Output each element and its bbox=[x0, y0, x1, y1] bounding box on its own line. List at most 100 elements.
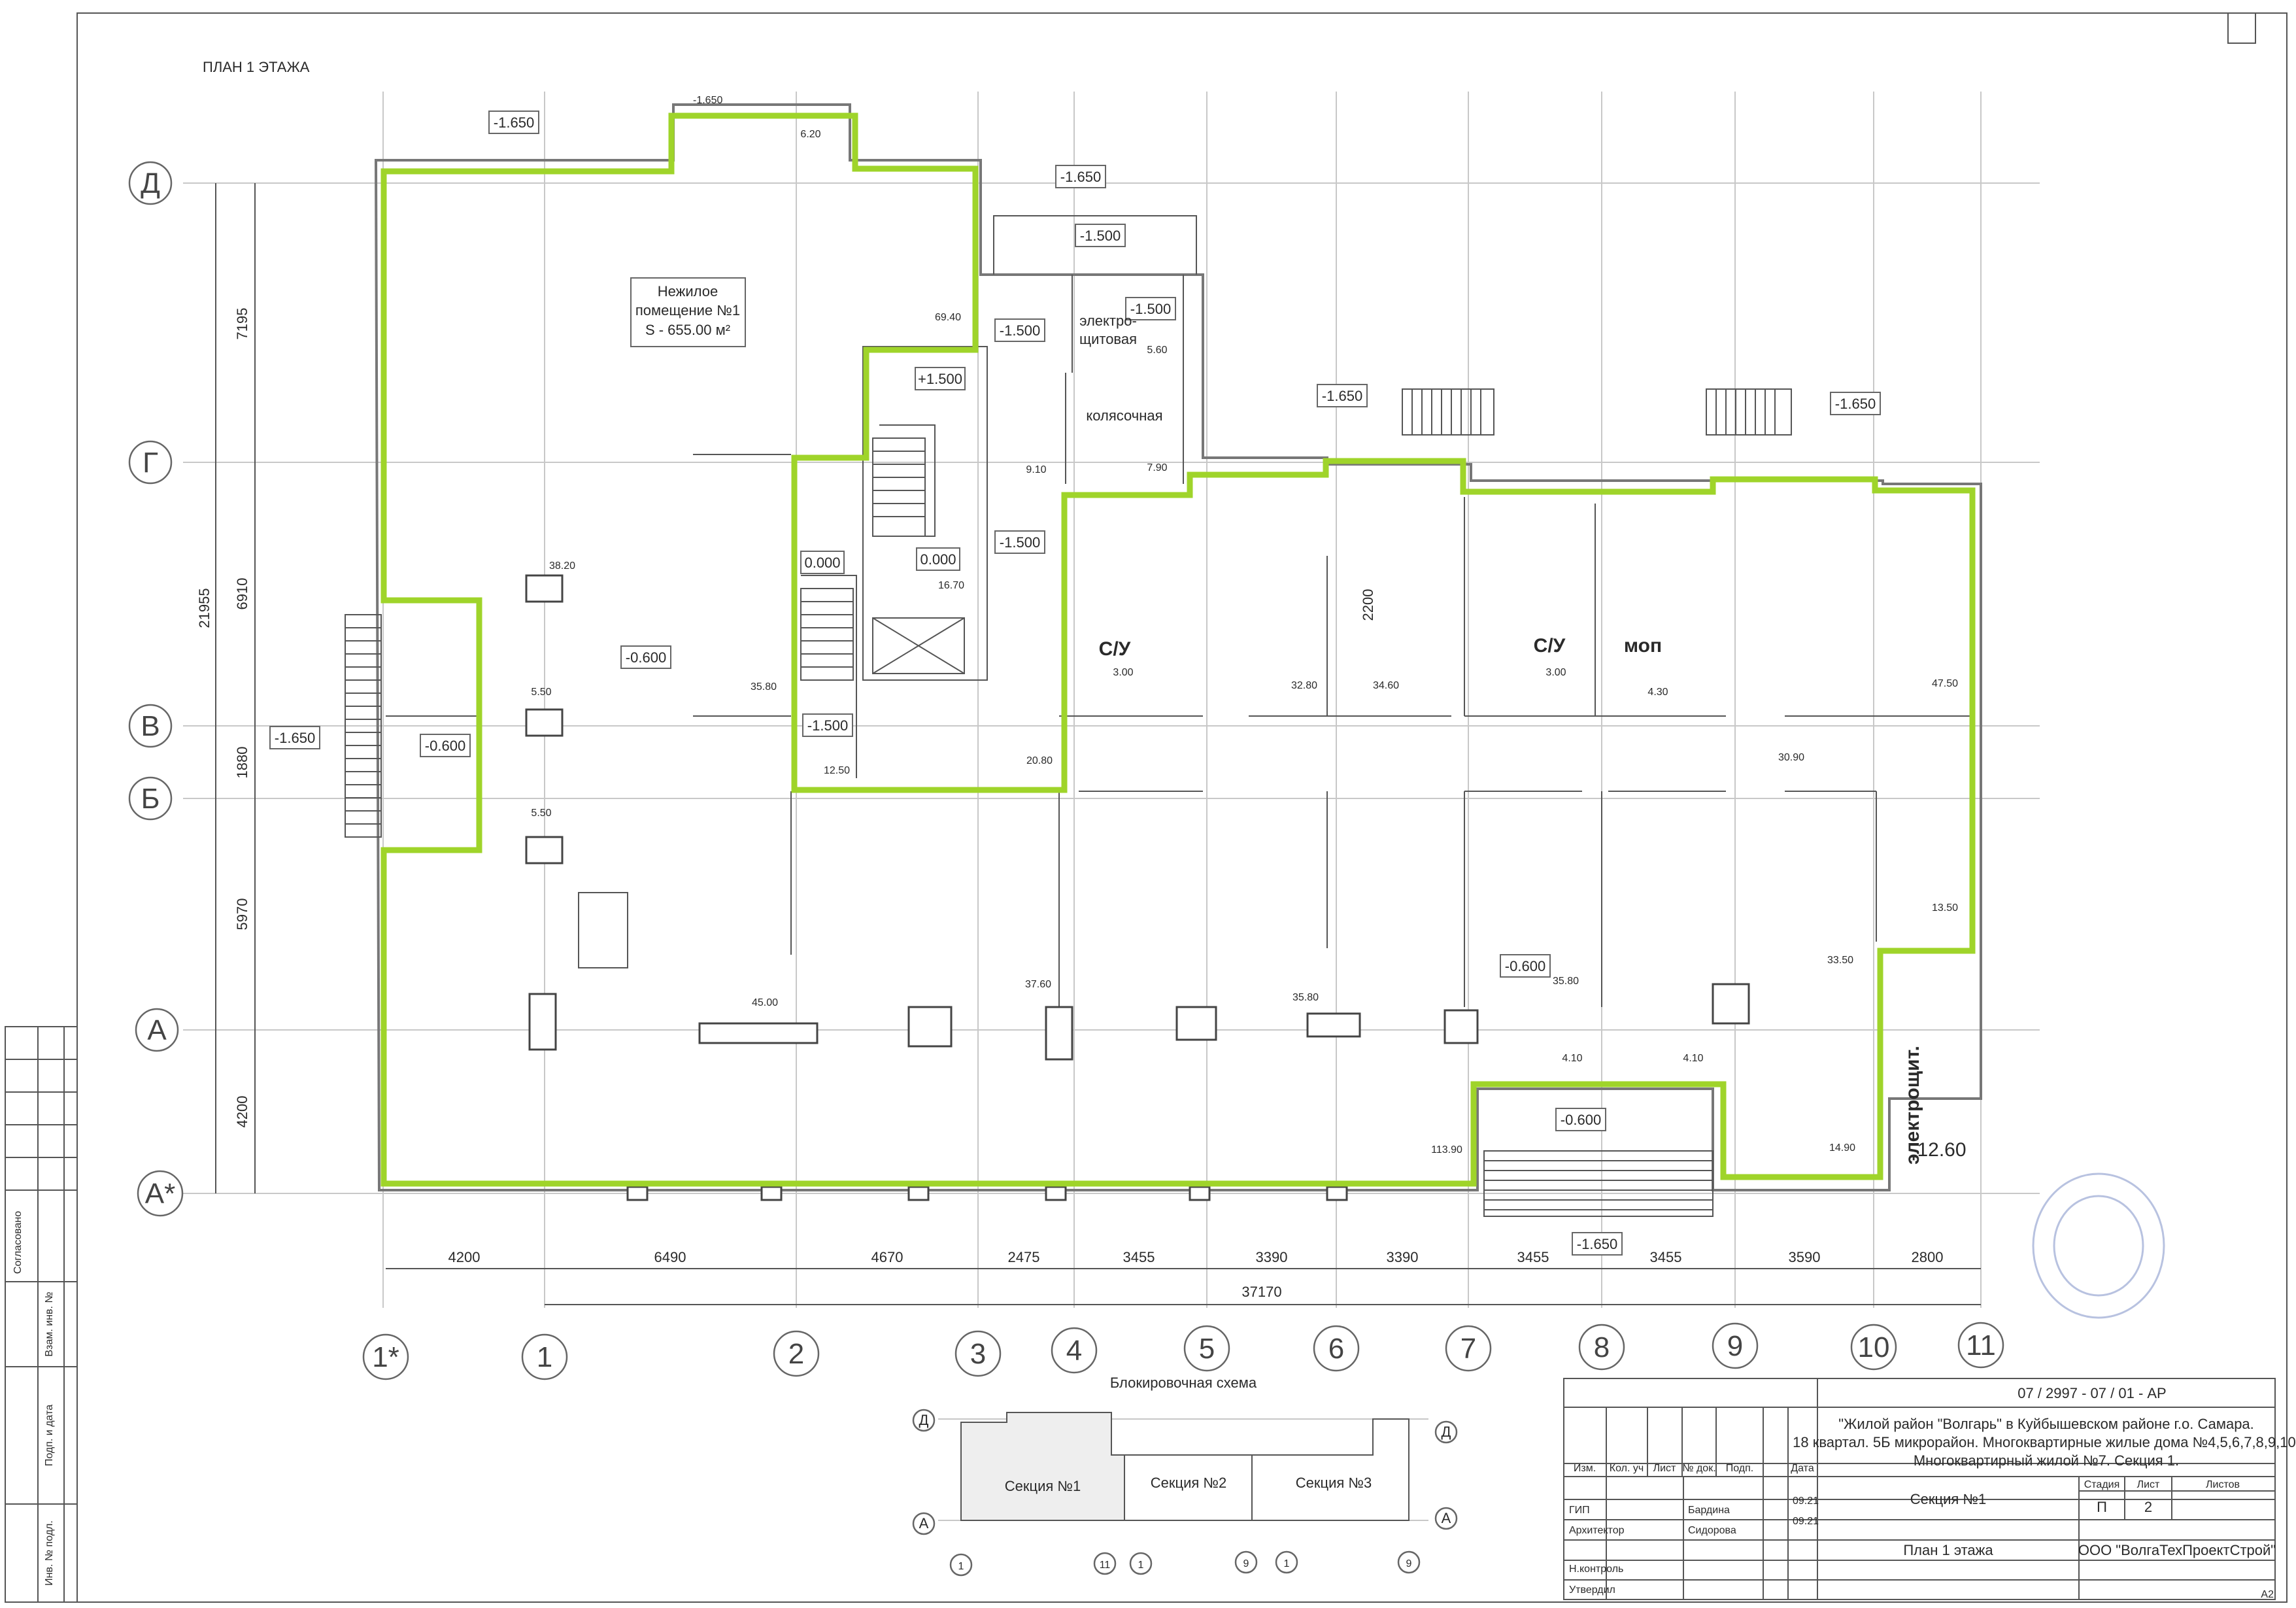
room-area: 3.00 bbox=[1113, 667, 1133, 678]
level-mark: -1.500 bbox=[1080, 228, 1121, 244]
header-kol: Кол. уч bbox=[1610, 1463, 1644, 1474]
role-architect: Архитектор bbox=[1569, 1525, 1625, 1536]
block-axis-a: А bbox=[919, 1515, 929, 1531]
level-mark: -1.650 bbox=[693, 95, 722, 106]
level-mark: -1.500 bbox=[807, 717, 848, 734]
level-mark: -1.650 bbox=[1060, 169, 1101, 185]
block-axis-a: А bbox=[1442, 1510, 1451, 1526]
dimension-label: 2800 bbox=[1912, 1249, 1944, 1265]
level-mark: 0.000 bbox=[804, 555, 840, 571]
bottom-dimensions: 4200 6490 4670 2475 3455 3390 3390 3455 … bbox=[448, 1249, 1944, 1300]
level-mark: -1.650 bbox=[494, 114, 534, 131]
dimension-label: 2200 bbox=[1360, 589, 1376, 621]
room-area: 5.50 bbox=[531, 808, 551, 819]
sheet-value: 2 bbox=[2144, 1499, 2152, 1515]
level-mark: -1.500 bbox=[1000, 322, 1040, 339]
axis-col-label: 5 bbox=[1199, 1333, 1215, 1365]
header-list: Лист bbox=[1653, 1463, 1676, 1474]
room-name-wc: С/У bbox=[1099, 638, 1131, 660]
room-name-nonresidential: помещение №1 bbox=[635, 302, 740, 318]
room-area: 69.40 bbox=[935, 312, 961, 323]
room-area: 3.00 bbox=[1545, 667, 1566, 678]
dimension-lines bbox=[215, 183, 1981, 1305]
room-name-electric-panel: электрощит. bbox=[1902, 1046, 1923, 1165]
room-area: 12.50 bbox=[824, 765, 850, 776]
axis-col-label: 9 bbox=[1727, 1330, 1743, 1362]
name-architect: Сидорова bbox=[1688, 1525, 1736, 1536]
stage-value: П bbox=[2097, 1499, 2107, 1515]
level-mark: -1.650 bbox=[275, 730, 315, 746]
axis-col-label: 4 bbox=[1066, 1335, 1082, 1367]
room-area: 30.90 bbox=[1778, 752, 1804, 763]
axis-col-label: 1 bbox=[537, 1341, 552, 1373]
corner-box bbox=[2227, 12, 2256, 44]
total-dimension: 37170 bbox=[1241, 1284, 1281, 1300]
room-labels: Нежилое помещение №1 S - 655.00 м² элект… bbox=[630, 277, 1923, 1165]
header-izm: Изм. bbox=[1574, 1463, 1596, 1474]
dimension-label: 1880 bbox=[234, 747, 250, 779]
section-name: Секция №1 bbox=[1910, 1491, 1987, 1507]
dimension-label: 4200 bbox=[234, 1096, 250, 1128]
room-area: 4.30 bbox=[1647, 687, 1668, 698]
sheets-header: Листов bbox=[2206, 1479, 2240, 1490]
date-gip: 09.21 bbox=[1793, 1496, 1819, 1507]
room-area: 113.90 bbox=[1431, 1144, 1462, 1155]
room-area: 38.20 bbox=[549, 560, 575, 572]
axis-row-label: Б bbox=[141, 783, 160, 815]
level-mark: -0.600 bbox=[626, 649, 666, 666]
axis-col-label: 3 bbox=[970, 1338, 986, 1370]
room-area: 37.60 bbox=[1025, 979, 1051, 990]
axis-row-label: Д bbox=[141, 167, 160, 199]
role-approved: Утвердил bbox=[1569, 1584, 1615, 1596]
stage-header: Стадия bbox=[2084, 1479, 2120, 1490]
company-seal bbox=[2032, 1172, 2165, 1319]
role-gip: ГИП bbox=[1569, 1505, 1590, 1516]
axis-col-label: 2 bbox=[788, 1338, 804, 1370]
block-axis-num: 1 bbox=[958, 1561, 964, 1572]
highlight-boundary bbox=[380, 112, 1976, 1187]
section-1-label: Секция №1 bbox=[1005, 1478, 1081, 1494]
axis-row-label: А bbox=[147, 1014, 167, 1046]
dimension-label: 3455 bbox=[1517, 1249, 1549, 1265]
dimension-label: 4670 bbox=[871, 1249, 903, 1265]
level-mark: +1.500 bbox=[918, 371, 962, 387]
level-mark: -0.600 bbox=[1505, 958, 1545, 974]
project-name: 18 квартал. 5Б микрорайон. Многоквартирн… bbox=[1793, 1434, 2296, 1450]
walls bbox=[345, 103, 1982, 1217]
room-area: 35.80 bbox=[1292, 992, 1319, 1003]
level-mark: -1.500 bbox=[1130, 301, 1171, 317]
sheet-title: ПЛАН 1 ЭТАЖА bbox=[203, 59, 310, 75]
room-area: 47.50 bbox=[1932, 678, 1958, 689]
block-axis-num: 1 bbox=[1138, 1560, 1144, 1571]
name-gip: Бардина bbox=[1688, 1505, 1730, 1516]
level-mark: -1.500 bbox=[1000, 534, 1040, 551]
left-dimensions: 7195 6910 1880 5970 4200 21955 2200 bbox=[196, 308, 1376, 1128]
room-name-mop: моп bbox=[1624, 635, 1662, 657]
dimension-label: 3390 bbox=[1387, 1249, 1419, 1265]
stamp-inv-original: Инв. № подл. bbox=[44, 1520, 55, 1586]
project-name: Многоквартирный жилой №7. Секция 1. bbox=[1914, 1452, 2179, 1469]
room-area: 34.60 bbox=[1373, 680, 1399, 691]
level-mark: -1.650 bbox=[1577, 1236, 1617, 1252]
dimension-label: 3455 bbox=[1650, 1249, 1682, 1265]
block-scheme-title: Блокировочная схема bbox=[1110, 1375, 1257, 1391]
level-mark: -1.650 bbox=[1322, 388, 1362, 404]
company-name: ООО "ВолгаТехПроектСтрой" bbox=[2078, 1542, 2276, 1558]
dimension-label: 7195 bbox=[234, 308, 250, 340]
room-area: 9.10 bbox=[1026, 464, 1046, 475]
level-mark: 0.000 bbox=[920, 551, 956, 568]
room-name-wc: С/У bbox=[1534, 635, 1566, 657]
block-axis-num: 9 bbox=[1243, 1558, 1249, 1569]
dimension-label: 3455 bbox=[1123, 1249, 1155, 1265]
side-stamp: Согласовано Взам. инв. № Подп. и дата Ин… bbox=[5, 1026, 78, 1603]
sheet-header: Лист bbox=[2137, 1479, 2160, 1490]
dimension-label: 6490 bbox=[654, 1249, 686, 1265]
drawing-name: План 1 этажа bbox=[1903, 1542, 1993, 1558]
sheet-format: A2 bbox=[2261, 1589, 2274, 1600]
dimension-label: 5970 bbox=[234, 898, 250, 931]
axis-col-label: 1* bbox=[372, 1341, 399, 1373]
room-name-nonresidential: Нежилое bbox=[658, 283, 718, 299]
total-dimension: 21955 bbox=[196, 588, 212, 628]
room-area: 35.80 bbox=[1553, 976, 1579, 987]
room-area: 4.10 bbox=[1683, 1053, 1703, 1064]
